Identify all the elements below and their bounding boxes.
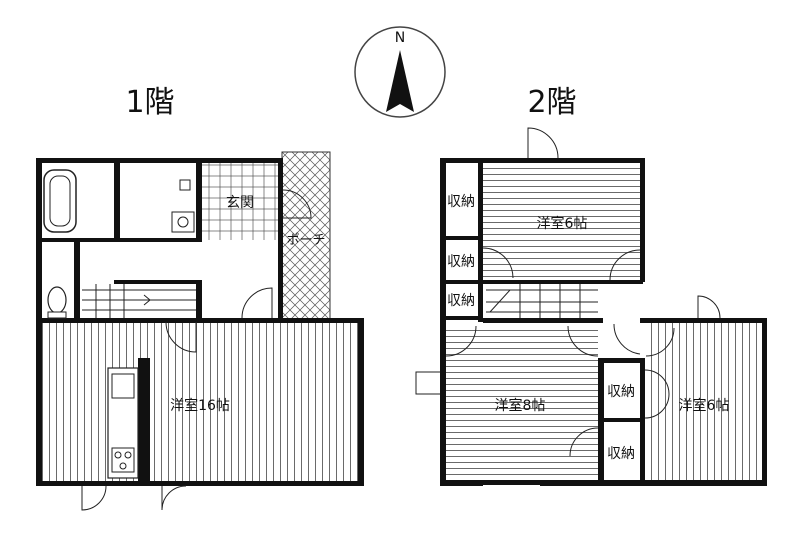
stove-icon <box>111 447 135 473</box>
western-room-east-label: 洋室6帖 <box>679 397 730 414</box>
storage-label-1: 収納 <box>447 194 475 210</box>
room-door-icon <box>165 321 197 353</box>
porch-label: ポーチ <box>286 233 325 248</box>
sink-icon <box>111 373 135 399</box>
stairs-floor-2 <box>486 284 598 318</box>
compass-north-label: N <box>395 30 405 46</box>
kitchen-counter <box>107 367 139 479</box>
western-room-floor-1-label: 洋室16帖 <box>170 397 230 414</box>
toilet-icon <box>47 286 67 314</box>
kitchen-wall <box>138 358 150 482</box>
balcony-door-icon <box>527 127 559 159</box>
storage-label-4: 収納 <box>607 384 635 400</box>
compass: N <box>354 26 446 118</box>
stairs-floor-1 <box>82 284 196 318</box>
western-room-center-label: 洋室8帖 <box>495 397 546 414</box>
porch-area <box>281 151 331 321</box>
storage-label-2: 収納 <box>447 254 475 270</box>
floor-2: 2階 <box>415 85 767 487</box>
entrance-floor <box>202 162 278 240</box>
north-arrow-icon <box>386 50 414 112</box>
western-room-north-label: 洋室6帖 <box>537 215 588 232</box>
floor-1: 1階 <box>36 85 364 511</box>
floor-2-title: 2階 <box>527 85 576 120</box>
floor-1-title: 1階 <box>125 85 174 120</box>
western-room-floor-1-floor <box>42 322 358 482</box>
washbasin-icon <box>171 211 195 233</box>
western-room-north-floor <box>482 162 640 280</box>
storage-label-3: 収納 <box>447 293 475 309</box>
western-room-center-floor <box>446 330 598 482</box>
bathtub-icon <box>43 169 77 233</box>
storage-label-5: 収納 <box>607 446 635 462</box>
entrance-label: 玄関 <box>226 194 254 211</box>
laundry-icon <box>179 179 191 191</box>
entrance-door-icon <box>282 189 312 219</box>
